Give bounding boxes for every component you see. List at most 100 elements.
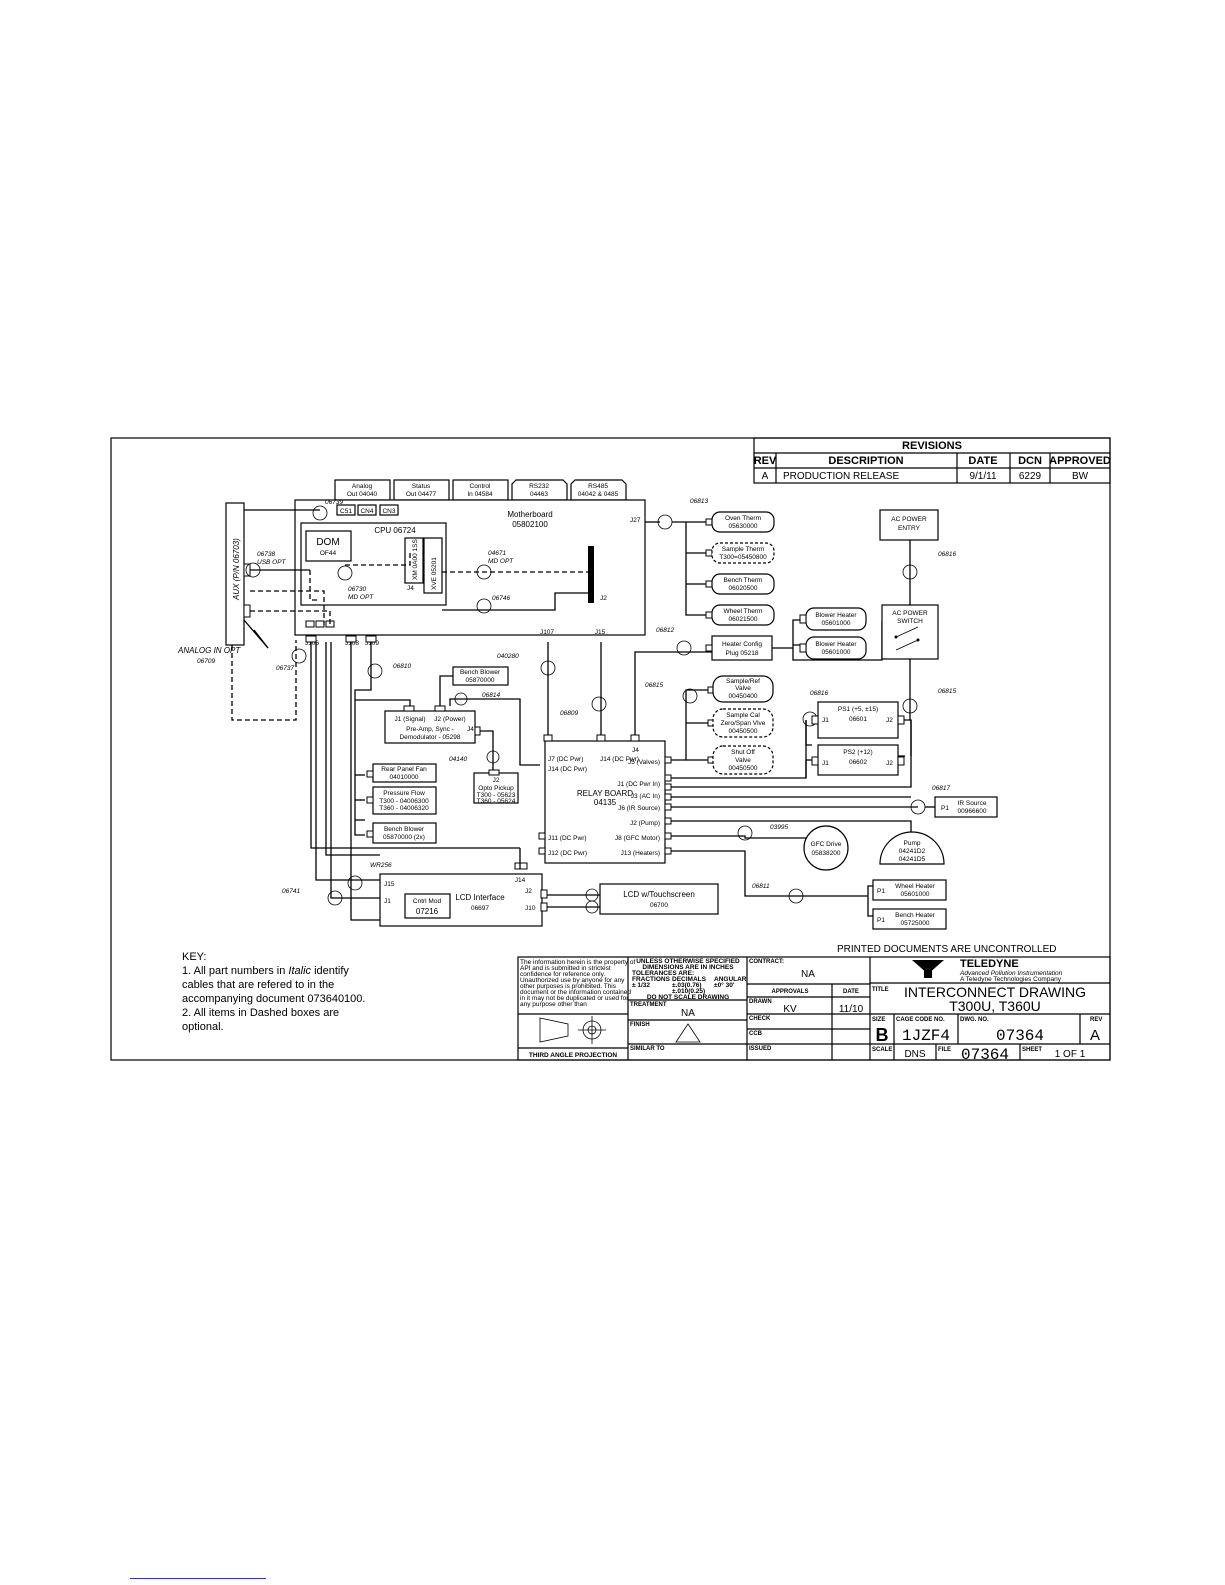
ac-switch-line1: AC POWER <box>892 610 928 617</box>
no-scale-label: DO NOT SCALE DRAWING <box>647 994 729 1001</box>
rs232-label: RS232 <box>529 483 549 490</box>
lcd-j1: J1 <box>384 898 391 905</box>
bench-therm-part: 06020500 <box>729 585 758 592</box>
tol-line-3: TOLERANCES ARE: <box>632 970 694 977</box>
wheel-heater-part: 05601000 <box>901 891 930 898</box>
dcn-header: DCN <box>1018 455 1042 467</box>
motherboard-part: 05802100 <box>512 520 548 529</box>
preamp-j4: J4 <box>467 726 474 733</box>
cpu-com2: CN4 <box>360 508 373 515</box>
cable-06746: 06746 <box>492 595 510 602</box>
cable-06815-b: 06815 <box>938 688 956 695</box>
dwg-label: DWG. NO. <box>960 1017 989 1023</box>
ac-power: AC POWER ENTRY AC POWER SWITCH <box>879 509 939 660</box>
relay-right-pin-1: J1 (DC Pwr In) <box>617 781 660 788</box>
drawn-label: DRAWN <box>749 999 772 1005</box>
valve-3-part: 00450500 <box>729 765 758 772</box>
preamp-j2: J2 (Power) <box>434 716 465 723</box>
issued-label: ISSUED <box>749 1046 772 1052</box>
revisions-title: REVISIONS <box>902 440 962 452</box>
legal-line-1: API and is submitted in strictest <box>520 965 611 972</box>
lcd-j10: J10 <box>525 905 536 912</box>
valves: Sample/Ref Valve 00450400 Sample Cal Zer… <box>712 675 774 775</box>
drawing-title-1: INTERCONNECT DRAWING <box>904 984 1086 1000</box>
cable-040280: 040280 <box>497 653 519 660</box>
key-line-1: 1. All part numbers in Italic identify <box>182 965 349 977</box>
relay-right-pin-3: J6 (IR Source) <box>618 805 660 812</box>
wheel-therm-label: Wheel Therm <box>724 608 763 615</box>
bench-heater-part: 05725000 <box>901 920 930 927</box>
cable-06816: 06816 <box>810 690 828 697</box>
relay-right-pin-2: J3 (AC In) <box>631 793 660 800</box>
bench-blower-low-part: 05870000 (2x) <box>383 834 425 841</box>
dom-sub: OF44 <box>320 550 337 557</box>
legal-line-4: other purposes is prohibited. This <box>520 983 617 990</box>
relay-top-pin-0: J14 (DC Pwr) <box>600 756 639 763</box>
cable-06739: 06739 <box>325 499 343 506</box>
rs232-part: 04463 <box>530 491 548 498</box>
ac-entry-line2: ENTRY <box>898 525 921 532</box>
file-value: 07364 <box>961 1046 1009 1064</box>
cable-wr256: WR256 <box>370 862 392 869</box>
cable-03995: 03995 <box>770 824 788 831</box>
blower-heater-2-part: 05601000 <box>822 649 851 656</box>
ir-source-part: 00966600 <box>958 808 987 815</box>
blower-heater-1-label: Blower Heater <box>815 612 857 619</box>
wiring-right: 040280 06809 06812 06813 06815 06816 068… <box>497 498 956 917</box>
rev-value: A <box>1090 1027 1100 1044</box>
analog-in-opt-label: ANALOG IN OPT <box>177 646 241 655</box>
preamp-j1: J1 (Signal) <box>394 716 425 723</box>
key-notes: KEY: 1. All part numbers in Italic ident… <box>182 951 365 1033</box>
gfc-drive-label: GFC Drive <box>811 841 842 848</box>
company-name: TELEDYNE <box>960 958 1019 970</box>
legal-line-5: document or the information contained <box>520 989 631 996</box>
status-out-label: Status <box>412 483 431 490</box>
bench-therm-label: Bench Therm <box>724 577 763 584</box>
tol-v4: ±.010(0.25) <box>672 988 705 995</box>
relay-left-pin-1: J14 (DC Pwr) <box>548 766 587 773</box>
legal-line-2: confidence for reference only. <box>520 971 605 978</box>
gfc-drive-part: 05838200 <box>812 850 841 857</box>
cable-06810: 06810 <box>393 663 411 670</box>
ir-source-label: IR Source <box>958 800 987 807</box>
mb-j108: J108 <box>345 640 359 647</box>
drawn-date: 11/10 <box>839 1004 864 1015</box>
cpu-label: CPU 06724 <box>374 526 416 535</box>
ps2-part: 06602 <box>849 759 867 766</box>
relay-right-pin-6: J13 (Heaters) <box>621 850 660 857</box>
heater-config-part: Plug 05218 <box>726 650 759 657</box>
cable-04671: 04671 <box>488 550 506 557</box>
control-in-label: Control <box>470 483 492 490</box>
preamp-line2: Demodulator - 05298 <box>399 734 460 741</box>
ir-gfc-pump: P1 IR Source 00966600 GFC Drive 05838200… <box>803 796 998 871</box>
mb-j27: J27 <box>630 517 641 524</box>
ps1-jin: J1 <box>822 717 829 724</box>
cable-06816-b: 06816 <box>938 551 956 558</box>
analog-out-part: Out 04040 <box>347 491 378 498</box>
dom-label: DOM <box>316 537 339 548</box>
opto-sub1: T300 - 05623 <box>477 792 516 799</box>
date-value: 9/1/11 <box>969 471 996 482</box>
lcd-interface-label: LCD Interface <box>455 893 505 902</box>
tol-line-2: DIMENSIONS ARE IN INCHES <box>642 964 734 971</box>
cntrl-mod-label: Cntrl Mod <box>413 898 442 905</box>
approvals-label: APPROVALS <box>772 989 809 995</box>
drawing-title-2: T300U, T360U <box>949 998 1041 1014</box>
approved-header: APPROVED <box>1049 455 1111 467</box>
power-supplies: PS1 (+5, ±15) 06601 J1 J2 PS2 (+12) 0660… <box>811 701 905 776</box>
key-line-1b: Italic <box>288 965 311 977</box>
top-io-boards: Analog Out 04040 Status Out 04477 Contro… <box>334 479 627 501</box>
relay-board: RELAY BOARD 04135 J7 (DC Pwr) J14 (DC Pw… <box>514 734 672 870</box>
cable-06815-a: 06815 <box>645 682 663 689</box>
sheet-label: SHEET <box>1022 1047 1042 1053</box>
ac-switch-line2: SWITCH <box>897 618 923 625</box>
finish-label: FINISH <box>630 1022 650 1028</box>
key-line-4: 2. All items in Dashed boxes are <box>182 1007 339 1019</box>
bench-heater-pin: P1 <box>877 917 885 924</box>
lcd-j15: J15 <box>384 881 395 888</box>
legal-line-6: in it may not be duplicated or used for <box>520 995 629 1002</box>
key-line-1a: 1. All part numbers in <box>182 965 288 977</box>
cable-06737: 06737 <box>276 665 294 672</box>
lcd-touch-part: 06700 <box>650 902 668 909</box>
projection-label: THIRD ANGLE PROJECTION <box>529 1052 618 1059</box>
